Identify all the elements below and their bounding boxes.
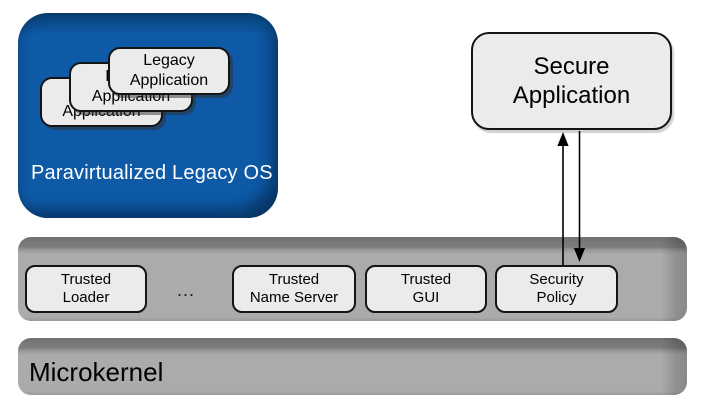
trusted-gui-box: Trusted GUI [365, 265, 487, 313]
trusted-name-server-label: Trusted Name Server [249, 270, 339, 306]
microkernel-label: Microkernel [29, 357, 164, 387]
microkernel-bar [18, 338, 687, 395]
legacy-os-title: Paravirtualized Legacy OS [31, 162, 273, 184]
trusted-name-server-box: Trusted Name Server [232, 265, 356, 313]
trusted-gui-label: Trusted GUI [400, 270, 452, 306]
trusted-loader-box: Trusted Loader [25, 265, 147, 313]
secure-application-label: Secure Application [512, 52, 631, 109]
ellipsis-more-components: ... [176, 280, 195, 300]
legacy-application-box-front: Legacy Application [108, 47, 230, 95]
security-policy-box: Security Policy [495, 265, 618, 313]
trusted-loader-label: Trusted Loader [60, 270, 112, 306]
secure-application-box: Secure Application [471, 32, 672, 130]
security-policy-label: Security Policy [529, 270, 584, 306]
legacy-application-label: Legacy Application [129, 52, 209, 89]
